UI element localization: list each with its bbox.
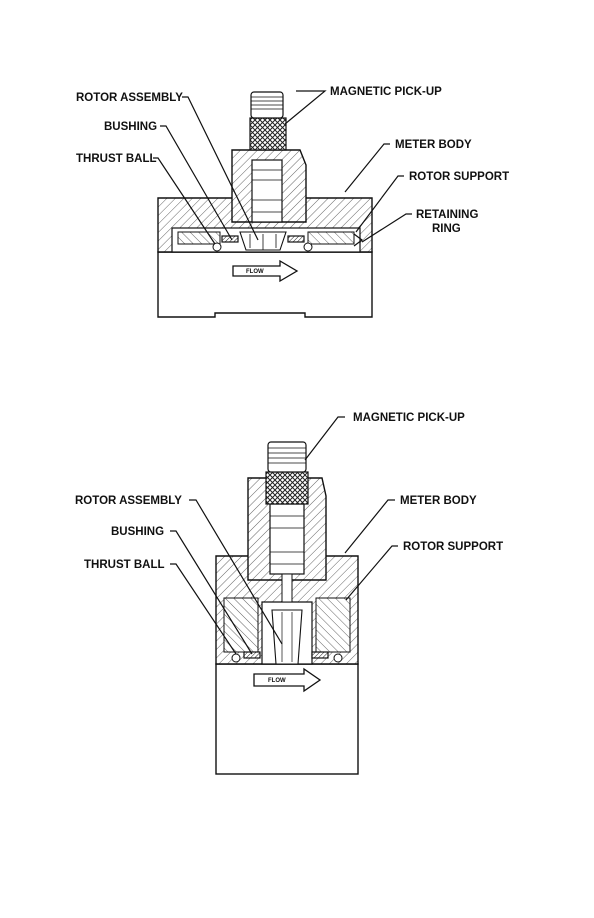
thrust-ball-right-2 bbox=[333, 653, 343, 663]
bushing-right-2 bbox=[311, 651, 329, 659]
label-rotor-support: ROTOR SUPPORT bbox=[409, 171, 509, 183]
label-retaining-ring-line2: RING bbox=[432, 223, 461, 235]
label-thrust-ball: THRUST BALL bbox=[76, 153, 157, 165]
thrust-ball-left bbox=[212, 242, 222, 252]
label-rotor-assembly: ROTOR ASSEMBLY bbox=[76, 92, 183, 104]
pickup-tip-2 bbox=[281, 573, 293, 603]
pickup-body-2 bbox=[269, 503, 305, 575]
pickup-connector-2 bbox=[267, 441, 307, 473]
flow-label-2: FLOW bbox=[268, 678, 286, 684]
label-thrust-ball-2: THRUST BALL bbox=[84, 559, 165, 571]
label-retaining-ring-line1: RETAINING bbox=[416, 209, 478, 221]
label-magnetic-pickup: MAGNETIC PICK-UP bbox=[330, 86, 442, 98]
bushing-right bbox=[287, 235, 305, 243]
diagram-2-meter-cross-section: FLOW MAGNETIC PICK-UP ROTOR ASSEMBLY MET… bbox=[75, 412, 503, 775]
label-bushing-2: BUSHING bbox=[111, 526, 164, 538]
label-bushing: BUSHING bbox=[104, 121, 157, 133]
retaining-ring bbox=[353, 233, 363, 247]
pickup-knurled-nut bbox=[249, 117, 287, 151]
meter-body-lower bbox=[157, 251, 373, 318]
rotor-assembly-2 bbox=[271, 609, 303, 665]
flow-label: FLOW bbox=[246, 269, 264, 275]
label-meter-body: METER BODY bbox=[395, 139, 472, 151]
label-rotor-support-2: ROTOR SUPPORT bbox=[403, 541, 503, 553]
rotor-support-right bbox=[307, 231, 355, 245]
thrust-ball-left-2 bbox=[231, 653, 241, 663]
flow-arrow bbox=[232, 259, 299, 283]
diagram-1-meter-cross-section: FLOW ROTOR ASSEMBLY MAGNETIC PICK-UP BUS… bbox=[76, 86, 509, 318]
bushing-left-2 bbox=[243, 651, 261, 659]
flow-arrow-2 bbox=[253, 667, 322, 693]
thrust-ball-right bbox=[303, 242, 313, 252]
label-meter-body-2: METER BODY bbox=[400, 495, 477, 507]
rotor-support-right-2 bbox=[315, 597, 351, 653]
label-rotor-assembly-2: ROTOR ASSEMBLY bbox=[75, 495, 182, 507]
pickup-knurled-nut-2 bbox=[265, 471, 309, 505]
label-magnetic-pickup-2: MAGNETIC PICK-UP bbox=[353, 412, 465, 424]
pickup-body bbox=[251, 159, 283, 223]
